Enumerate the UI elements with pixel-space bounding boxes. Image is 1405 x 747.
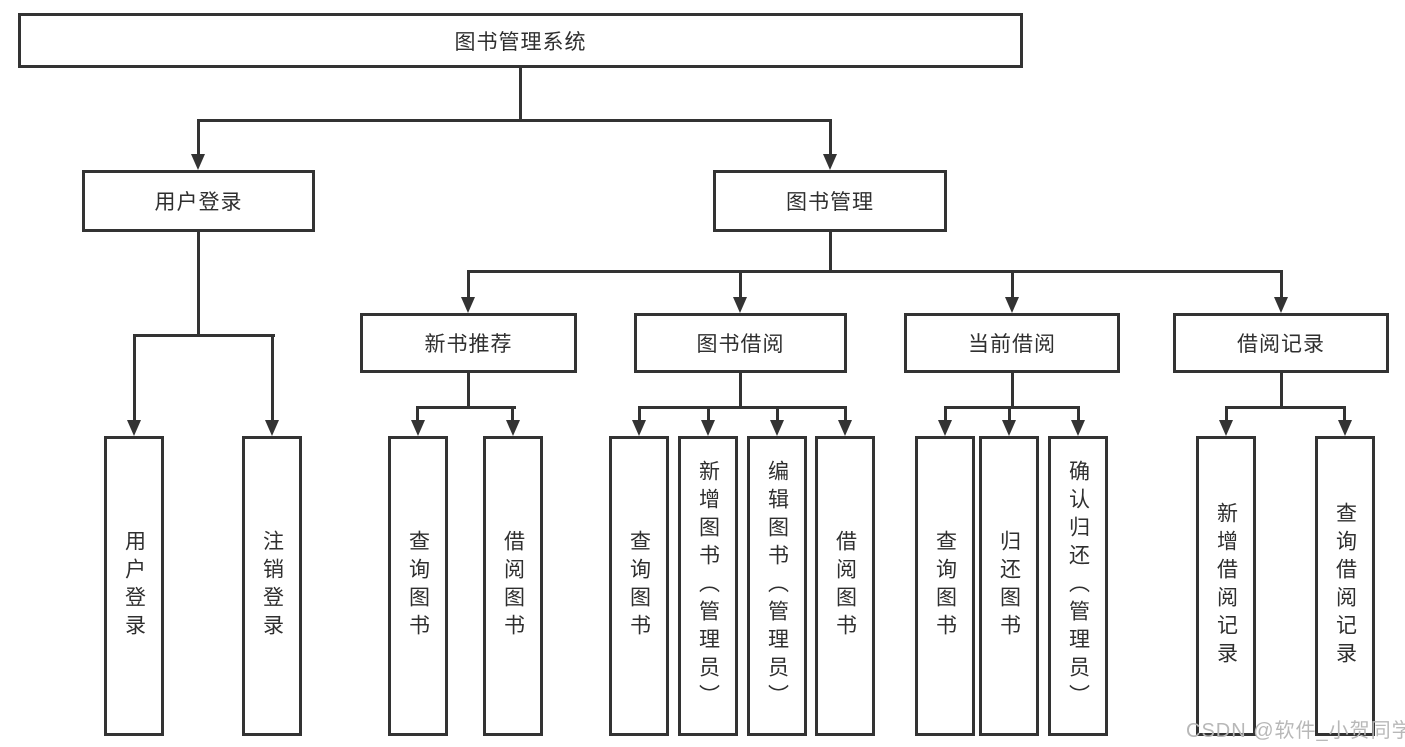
arrowhead-icon <box>1002 420 1016 436</box>
connector-line <box>467 373 470 408</box>
connector-line <box>133 334 136 422</box>
connector-line <box>1280 373 1283 408</box>
node-root-library-system: 图书管理系统 <box>18 13 1023 68</box>
node-label: 用户登录 <box>154 191 243 214</box>
connector-line <box>638 406 641 422</box>
node-label: 图书管理 <box>786 191 874 214</box>
connector-line <box>1280 270 1283 298</box>
node-label: 查询图书 <box>933 530 957 642</box>
node-user-login: 用户登录 <box>82 170 315 232</box>
leaf-return-books: 归还图书 <box>979 436 1039 736</box>
connector-line <box>944 406 1080 409</box>
connector-line <box>271 334 274 422</box>
connector-line <box>1343 406 1346 422</box>
leaf-current-query-books: 查询图书 <box>915 436 975 736</box>
arrowhead-icon <box>733 297 747 313</box>
node-label: 编辑图书（管理员） <box>765 460 789 712</box>
connector-line <box>829 232 832 273</box>
connector-line <box>467 270 1283 273</box>
node-label: 图书管理系统 <box>454 30 587 54</box>
connector-line <box>197 119 200 157</box>
arrowhead-icon <box>411 420 425 436</box>
connector-line <box>416 406 516 409</box>
connector-line <box>707 406 710 422</box>
node-label: 借阅记录 <box>1237 333 1325 356</box>
node-book-borrow: 图书借阅 <box>634 313 847 373</box>
connector-line <box>1011 270 1014 298</box>
arrowhead-icon <box>191 154 205 170</box>
arrowhead-icon <box>461 297 475 313</box>
arrowhead-icon <box>127 420 141 436</box>
node-label: 查询图书 <box>627 530 651 642</box>
node-label: 归还图书 <box>997 530 1021 642</box>
node-book-management: 图书管理 <box>713 170 947 232</box>
node-label: 图书借阅 <box>696 333 785 356</box>
leaf-logout: 注销登录 <box>242 436 302 736</box>
connector-line <box>1011 373 1014 408</box>
arrowhead-icon <box>1274 297 1288 313</box>
arrowhead-icon <box>265 420 279 436</box>
connector-line <box>467 270 470 298</box>
node-label: 新增借阅记录 <box>1214 502 1238 670</box>
connector-line <box>197 232 200 337</box>
connector-line <box>844 406 847 422</box>
arrowhead-icon <box>823 154 837 170</box>
connector-line <box>416 406 419 422</box>
arrowhead-icon <box>506 420 520 436</box>
node-borrow-records: 借阅记录 <box>1173 313 1389 373</box>
arrowhead-icon <box>632 420 646 436</box>
connector-line <box>197 119 832 122</box>
node-label: 查询图书 <box>406 530 430 642</box>
node-label: 确认归还（管理员） <box>1066 460 1090 712</box>
node-label: 新增图书（管理员） <box>696 460 720 712</box>
node-label: 当前借阅 <box>968 333 1056 356</box>
arrowhead-icon <box>1219 420 1233 436</box>
leaf-user-login: 用户登录 <box>104 436 164 736</box>
leaf-query-borrow-record: 查询借阅记录 <box>1315 436 1375 736</box>
connector-line <box>1008 406 1011 422</box>
connector-line <box>944 406 947 422</box>
node-label: 用户登录 <box>122 530 146 642</box>
connector-line <box>1225 406 1228 422</box>
connector-line <box>638 406 847 409</box>
node-label: 借阅图书 <box>501 530 525 642</box>
node-label: 借阅图书 <box>833 530 857 642</box>
leaf-newbooks-query-books: 查询图书 <box>388 436 448 736</box>
connector-line <box>1077 406 1080 422</box>
leaf-add-books-admin: 新增图书（管理员） <box>678 436 738 736</box>
arrowhead-icon <box>1338 420 1352 436</box>
connector-line <box>133 334 275 337</box>
arrowhead-icon <box>1005 297 1019 313</box>
node-label: 新书推荐 <box>424 333 513 356</box>
node-label: 注销登录 <box>260 530 284 642</box>
arrowhead-icon <box>838 420 852 436</box>
arrowhead-icon <box>770 420 784 436</box>
connector-line <box>511 406 514 422</box>
connector-line <box>1225 406 1346 409</box>
connector-line <box>776 406 779 422</box>
connector-line <box>739 373 742 408</box>
leaf-edit-books-admin: 编辑图书（管理员） <box>747 436 807 736</box>
node-current-borrow: 当前借阅 <box>904 313 1120 373</box>
leaf-newbooks-borrow-books: 借阅图书 <box>483 436 543 736</box>
csdn-watermark: CSDN @软件_小贺同学 <box>1186 720 1405 742</box>
node-label: 查询借阅记录 <box>1333 502 1357 670</box>
leaf-add-borrow-record: 新增借阅记录 <box>1196 436 1256 736</box>
connector-line <box>739 270 742 298</box>
arrowhead-icon <box>1071 420 1085 436</box>
connector-line <box>829 119 832 157</box>
connector-line <box>519 68 522 120</box>
leaf-confirm-return-admin: 确认归还（管理员） <box>1048 436 1108 736</box>
node-new-book-recommend: 新书推荐 <box>360 313 577 373</box>
leaf-borrow-books: 借阅图书 <box>815 436 875 736</box>
arrowhead-icon <box>701 420 715 436</box>
arrowhead-icon <box>938 420 952 436</box>
leaf-borrow-query-books: 查询图书 <box>609 436 669 736</box>
